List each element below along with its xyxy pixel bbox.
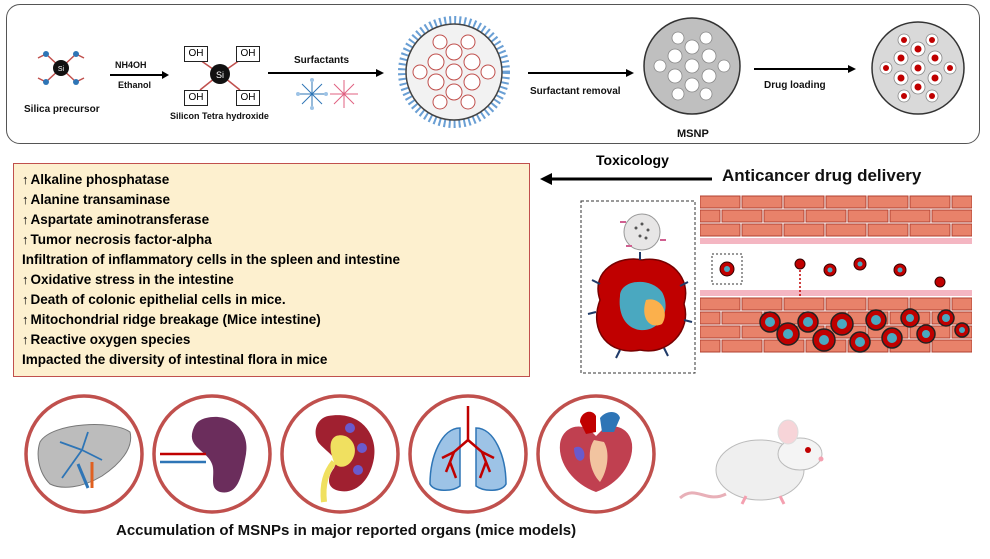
msnp-sphere — [643, 17, 741, 115]
toxicology-item-text: Death of colonic epithelial cells in mic… — [30, 292, 286, 307]
blood-vessel-illustration — [700, 195, 972, 353]
toxicology-item-text: Mitochondrial ridge breakage (Mice intes… — [30, 312, 321, 327]
toxicology-item: ↑Aspartate aminotransferase — [22, 210, 529, 230]
organ-row — [22, 392, 662, 522]
reaction-arrow-1 — [110, 71, 169, 79]
toxicology-label: Toxicology — [596, 152, 669, 168]
surfactants-label: Surfactants — [294, 55, 350, 66]
reaction-arrow-4 — [754, 65, 856, 73]
svg-text:Si: Si — [216, 70, 224, 80]
lungs-icon — [408, 394, 528, 514]
toxicology-item-text: Tumor necrosis factor-alpha — [30, 232, 212, 247]
toxicology-item-text: Alanine transaminase — [30, 192, 171, 207]
toxicology-arrow — [540, 173, 712, 185]
toxicology-item-text: Oxidative stress in the intestine — [30, 272, 234, 287]
silicon-tetrahydroxide-molecule: Si — [199, 59, 241, 91]
toxicology-item: ↑Oxidative stress in the intestine — [22, 270, 529, 290]
oh-group-top-left: OH — [184, 46, 208, 62]
oh-group-top-right: OH — [236, 46, 260, 62]
increase-arrow-icon: ↑ — [22, 332, 29, 347]
reagent-ethanol: Ethanol — [118, 80, 151, 90]
silica-precursor-molecule: Si — [37, 51, 85, 85]
toxicology-item: Infiltration of inflammatory cells in th… — [22, 250, 529, 270]
toxicology-item-text: Impacted the diversity of intestinal flo… — [22, 352, 328, 367]
toxicology-item: ↑Alanine transaminase — [22, 190, 529, 210]
toxicology-item-text: Reactive oxygen species — [30, 332, 191, 347]
reaction-arrow-3 — [528, 69, 634, 77]
toxicology-item: ↑Alkaline phosphatase — [22, 170, 529, 190]
si-symbol: Si — [58, 66, 65, 73]
silica-precursor-label: Silica precursor — [24, 104, 100, 115]
organs-caption: Accumulation of MSNPs in major reported … — [116, 522, 577, 539]
toxicology-item-text: Alkaline phosphatase — [30, 172, 170, 187]
increase-arrow-icon: ↑ — [22, 212, 29, 227]
oh-group-bottom-left: OH — [184, 90, 208, 106]
mouse-illustration — [679, 419, 824, 505]
increase-arrow-icon: ↑ — [22, 232, 29, 247]
toxicology-effects-box: ↑Alkaline phosphatase↑Alanine transamina… — [13, 163, 530, 377]
reaction-arrow-2 — [268, 69, 384, 77]
increase-arrow-icon: ↑ — [22, 292, 29, 307]
oh-group-bottom-right: OH — [236, 90, 260, 106]
silicon-tetrahydroxide-label: Silicon Tetra hydroxide — [170, 111, 269, 121]
msnp-label: MSNP — [677, 128, 709, 140]
toxicology-list: ↑Alkaline phosphatase↑Alanine transamina… — [14, 164, 529, 370]
kidney-icon — [280, 394, 400, 514]
surfactant-micelles-icon — [296, 78, 358, 110]
anticancer-title: Anticancer drug delivery — [722, 166, 922, 185]
toxicology-item: Impacted the diversity of intestinal flo… — [22, 350, 529, 370]
templated-silica-sphere — [398, 16, 510, 128]
increase-arrow-icon: ↑ — [22, 312, 29, 327]
toxicology-item: ↑Tumor necrosis factor-alpha — [22, 230, 529, 250]
increase-arrow-icon: ↑ — [22, 192, 29, 207]
tumor-cell-illustration — [580, 200, 696, 374]
toxicology-item: ↑Mitochondrial ridge breakage (Mice inte… — [22, 310, 529, 330]
drug-loaded-msnp — [871, 21, 965, 115]
heart-icon — [536, 394, 656, 514]
toxicology-item: ↑Reactive oxygen species — [22, 330, 529, 350]
drug-loading-label: Drug loading — [764, 80, 826, 91]
increase-arrow-icon: ↑ — [22, 272, 29, 287]
toxicology-item-text: Infiltration of inflammatory cells in th… — [22, 252, 401, 267]
spleen-icon — [152, 394, 272, 514]
liver-icon — [24, 394, 144, 514]
reagent-nh4oh: NH4OH — [115, 60, 147, 70]
surfactant-removal-label: Surfactant removal — [530, 86, 621, 97]
toxicology-item: ↑Death of colonic epithelial cells in mi… — [22, 290, 529, 310]
toxicology-item-text: Aspartate aminotransferase — [30, 212, 210, 227]
increase-arrow-icon: ↑ — [22, 172, 29, 187]
